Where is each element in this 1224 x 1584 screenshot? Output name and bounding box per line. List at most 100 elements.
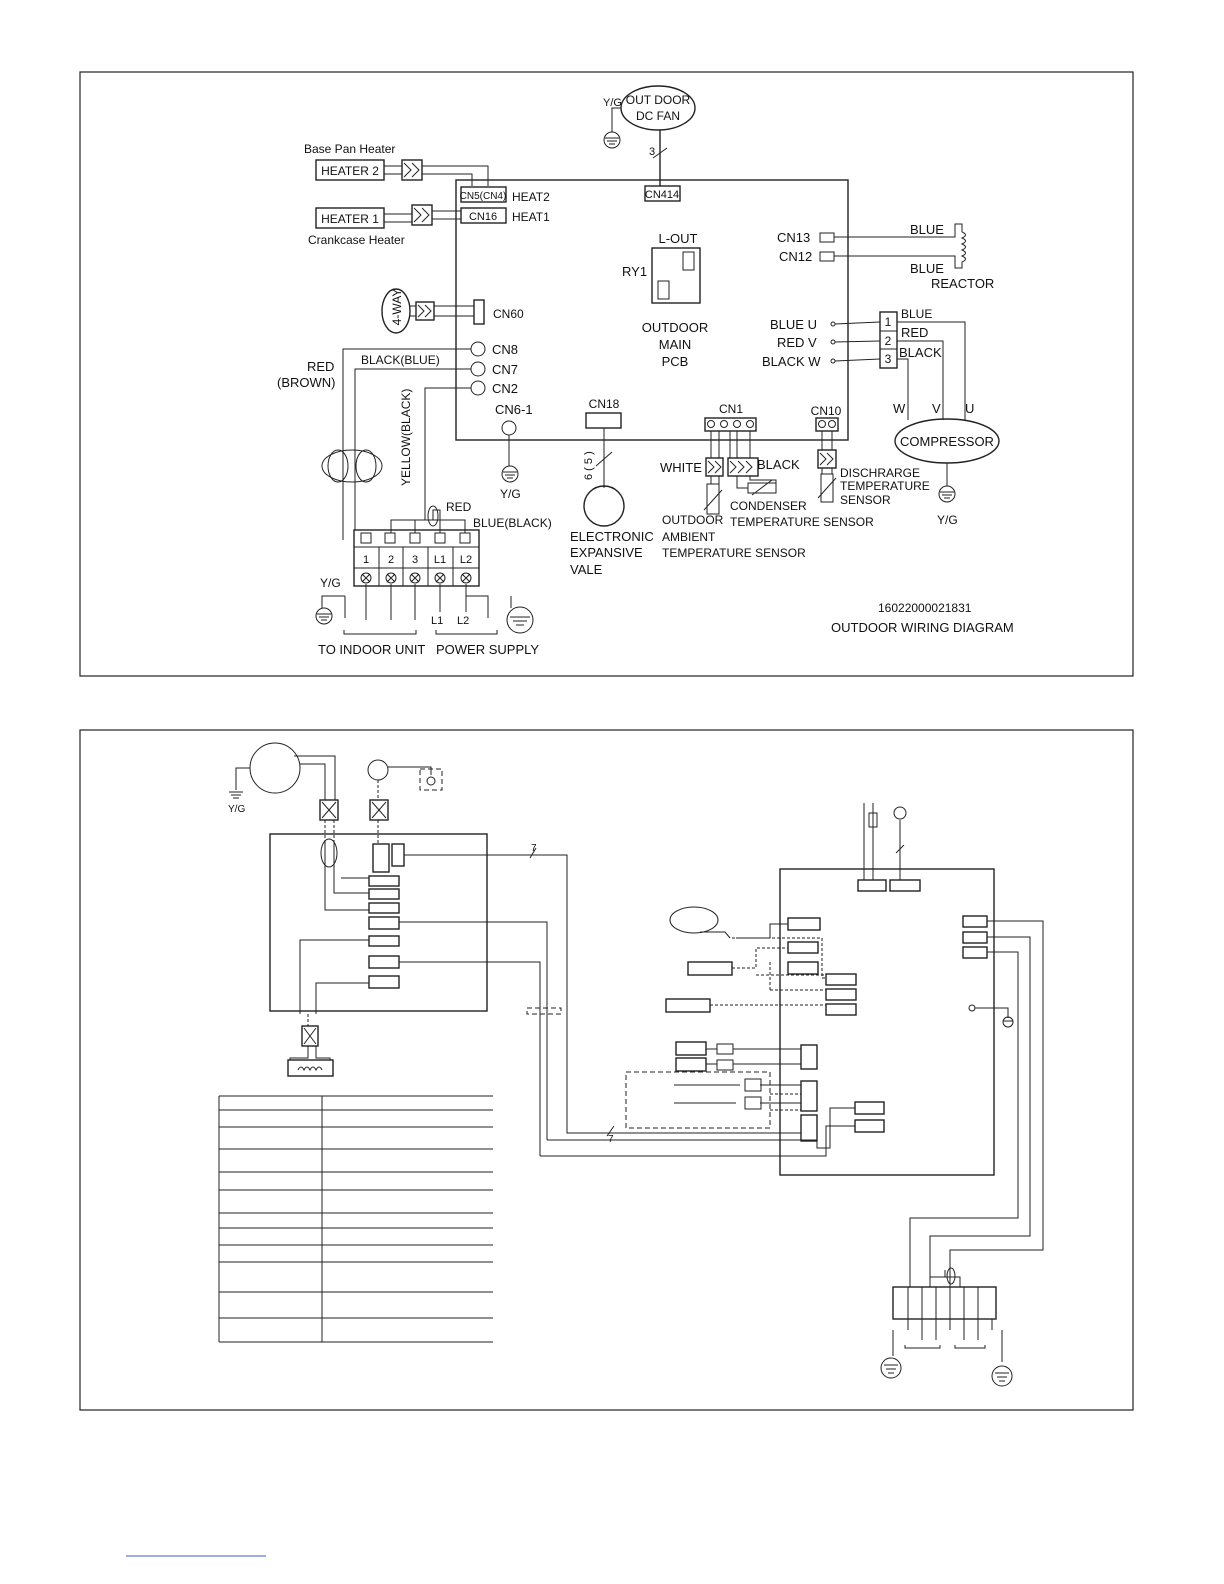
pcb-label-3: PCB <box>662 354 689 369</box>
cn60-label: CN60 <box>493 307 524 321</box>
heater1-label: HEATER 1 <box>321 212 379 226</box>
motor-icon <box>367 759 389 781</box>
ground-icon <box>1002 1016 1014 1028</box>
u-label: U <box>965 401 974 416</box>
ferrite-core-icon <box>321 449 383 483</box>
heaters: Base Pan Heater HEATER 2 CN5(CN4) HEAT2 … <box>304 142 550 247</box>
ground-icon <box>229 791 243 799</box>
compressor-yg-label: Y/G <box>937 513 958 527</box>
outdoor-dc-fan: OUT DOOR DC FAN Y/G 3 CN414 <box>603 85 696 202</box>
wire-count-7a: 7 <box>531 843 537 854</box>
bottom-frame <box>79 729 1134 1411</box>
fan-yg-label: Y/G <box>603 97 622 109</box>
ambient-label-3: TEMPERATURE SENSOR <box>662 546 806 560</box>
eev-label-3: VALE <box>570 562 603 577</box>
red-v-label: RED V <box>777 335 817 350</box>
connector-icon <box>716 1059 734 1071</box>
white-label: WHITE <box>660 460 702 475</box>
comp-red-label: RED <box>901 325 928 340</box>
eev-label-1: ELECTRONIC <box>570 529 654 544</box>
eev-icon <box>583 485 625 527</box>
tb-terminal-l2: L2 <box>460 554 472 566</box>
temperature-sensors: CN1 CN10 WHITE BLACK CONDENSER <box>660 402 930 560</box>
ground-icon <box>938 485 956 503</box>
heater2-label: HEATER 2 <box>321 164 379 178</box>
ground-box <box>419 768 443 791</box>
heater-icon <box>287 1059 334 1077</box>
cn5-connector <box>460 186 507 203</box>
cn5-label: CN5(CN4) <box>460 191 507 202</box>
fan-motor-icon <box>249 742 301 794</box>
condenser-label-2: TEMPERATURE SENSOR <box>730 515 874 529</box>
pcb-label-2: MAIN <box>659 337 692 352</box>
tb-terminal-l1: L1 <box>434 554 446 566</box>
compressor-wiring: BLUE U RED V BLACK W 1 2 3 BLUE RED BLAC… <box>762 307 1000 527</box>
connector-icon <box>817 449 837 469</box>
cn6-1-label: CN6-1 <box>495 402 533 417</box>
heat1-label: HEAT1 <box>512 210 550 224</box>
top-frame <box>79 71 1134 677</box>
comp-black-label: BLACK <box>899 345 942 360</box>
discharge-label-2: TEMPERATURE <box>840 479 930 493</box>
blue-u-label: BLUE U <box>770 317 817 332</box>
ground-icon <box>315 607 333 625</box>
four-way-label: 4-WAY <box>390 289 404 326</box>
brown-label: (BROWN) <box>277 375 336 390</box>
reactor-label: REACTOR <box>931 276 994 291</box>
thermistor-icon <box>820 473 834 503</box>
reactor: CN13 CN12 BLUE BLUE REACTOR <box>777 222 994 291</box>
terminal-3: 3 <box>885 352 892 366</box>
relay-ry1: L-OUT RY1 <box>622 231 701 304</box>
terminal-1: 1 <box>885 315 892 329</box>
reactor-wire-blue-2: BLUE <box>910 261 944 276</box>
diagram-title: OUTDOOR WIRING DIAGRAM <box>831 620 1014 635</box>
four-way-valve: 4-WAY CN60 <box>381 288 524 334</box>
v-label: V <box>932 401 941 416</box>
eev-wire-count: 6 ( 5 ) <box>583 451 595 480</box>
right-pcb <box>779 868 995 1176</box>
pcb-label-1: OUTDOOR <box>642 320 708 335</box>
ground-icon <box>506 606 534 634</box>
cn414-label: CN414 <box>645 189 679 201</box>
cn60-connector <box>473 299 485 325</box>
bottom-yg-label: Y/G <box>228 804 245 815</box>
tb-terminal-1: 1 <box>363 554 369 566</box>
terminal-block: 1 2 3 L1 L2 RED BLUE(BLACK) Y/G <box>315 500 552 657</box>
cn2-label: CN2 <box>492 381 518 396</box>
sensor-icon <box>669 906 719 934</box>
dashed-group <box>625 1071 771 1129</box>
discharge-label-3: SENSOR <box>840 493 891 507</box>
cn10-connector <box>815 417 839 432</box>
ambient-label-1: OUTDOOR <box>662 513 724 527</box>
base-pan-heater-label: Base Pan Heater <box>304 142 395 156</box>
bottom-terminal-block <box>892 1267 1003 1362</box>
outdoor-wiring-diagram: OUT DOOR DC FAN Y/G 3 CN414 Base Pan Hea… <box>79 71 1134 677</box>
sensor-icon <box>665 998 711 1013</box>
ry1-label: RY1 <box>622 264 647 279</box>
cn1-label: CN1 <box>719 402 743 416</box>
discharge-label-1: DISCHRARGE <box>840 466 920 480</box>
cn13-label: CN13 <box>777 230 810 245</box>
cn16-label: CN16 <box>469 211 497 223</box>
thermistor-icon <box>868 812 878 828</box>
red-label: RED <box>307 359 334 374</box>
black-blue-label: BLACK(BLUE) <box>361 353 440 367</box>
comp-blue-label: BLUE <box>901 307 932 321</box>
cn1-connector <box>704 417 757 432</box>
fan-wire-count: 3 <box>649 146 655 158</box>
cn18-label: CN18 <box>589 397 620 411</box>
crankcase-heater-label: Crankcase Heater <box>308 233 405 247</box>
power-supply-label: POWER SUPPLY <box>436 642 539 657</box>
red-terminal-label: RED <box>446 500 472 514</box>
heater1-box <box>315 207 385 229</box>
electronic-expansion-valve: CN18 6 ( 5 ) ELECTRONIC EXPANSIVE VALE <box>570 397 654 577</box>
tb-yg-label: Y/G <box>320 576 341 590</box>
ferrite-core-icon <box>427 505 439 527</box>
eev-label-2: EXPANSIVE <box>570 545 643 560</box>
legend-table <box>218 1095 493 1343</box>
cn7-label: CN7 <box>492 362 518 377</box>
reactor-wire-blue-1: BLUE <box>910 222 944 237</box>
fan-label-1: OUT DOOR <box>626 93 691 107</box>
connector-icon <box>415 301 435 321</box>
